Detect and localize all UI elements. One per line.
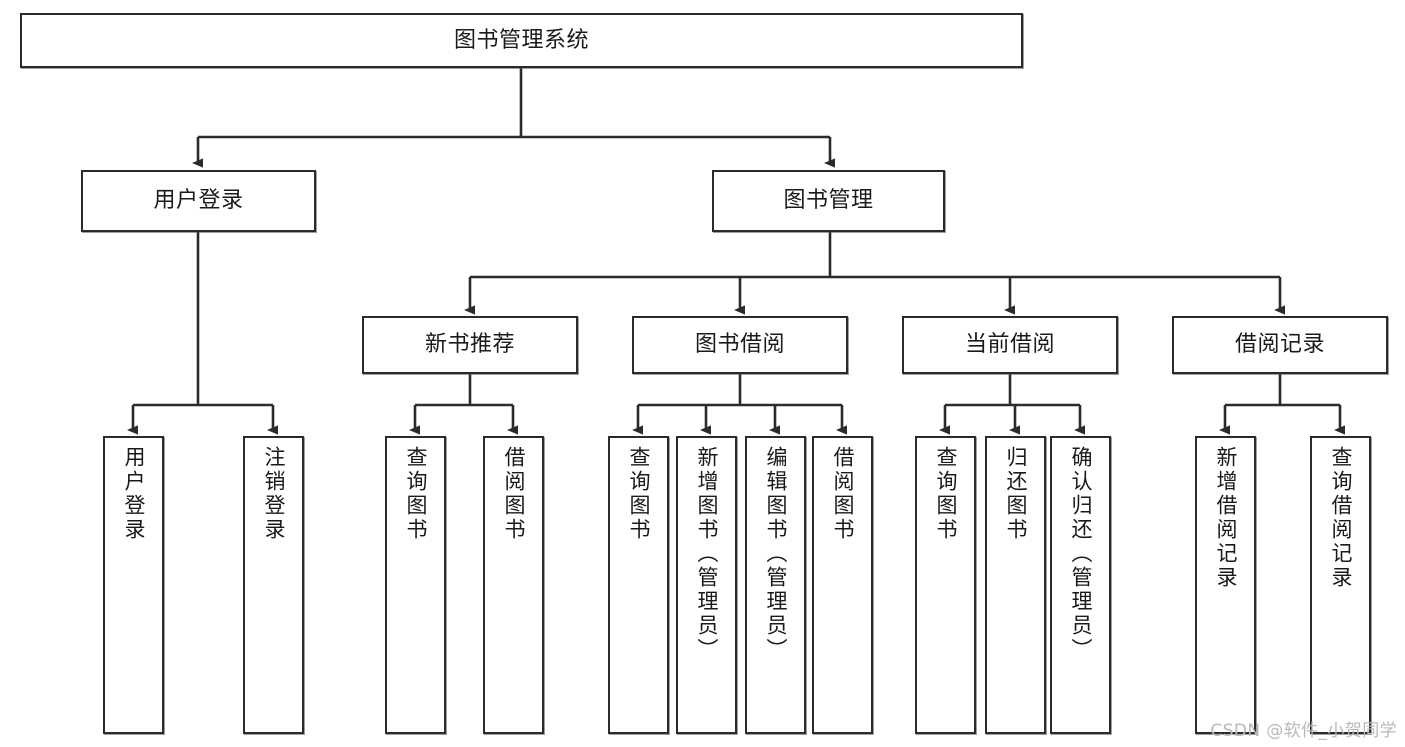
node-label-user-login: 用户登录	[153, 188, 244, 214]
node-leaf-query-book-2[interactable]: 查询图书	[608, 436, 669, 734]
node-label-current-borrow: 当前借阅	[964, 332, 1055, 358]
csdn-watermark: CSDN @软件_小贺同学	[1210, 721, 1397, 741]
node-book-borrow[interactable]: 图书借阅	[632, 316, 848, 374]
node-label-book-borrow: 图书借阅	[694, 332, 785, 358]
node-label-leaf-edit-book: 编辑图书（管理员）	[764, 446, 788, 662]
node-label-leaf-query-book-1: 查询图书	[404, 446, 428, 542]
node-leaf-edit-book[interactable]: 编辑图书（管理员）	[745, 436, 806, 734]
node-leaf-logout[interactable]: 注销登录	[243, 436, 304, 734]
node-label-new-book-recommend: 新书推荐	[424, 332, 515, 358]
node-root-system[interactable]: 图书管理系统	[20, 13, 1023, 68]
node-label-leaf-add-record: 新增借阅记录	[1214, 446, 1238, 590]
node-leaf-borrow-book-2[interactable]: 借阅图书	[812, 436, 873, 734]
node-leaf-return-book[interactable]: 归还图书	[985, 436, 1046, 734]
node-label-leaf-add-book: 新增图书（管理员）	[695, 446, 719, 662]
node-current-borrow[interactable]: 当前借阅	[902, 316, 1118, 374]
node-borrow-record[interactable]: 借阅记录	[1172, 316, 1388, 374]
node-label-leaf-borrow-book-1: 借阅图书	[502, 446, 526, 542]
node-label-leaf-logout: 注销登录	[262, 446, 286, 542]
node-leaf-add-book[interactable]: 新增图书（管理员）	[676, 436, 737, 734]
node-book-management[interactable]: 图书管理	[712, 170, 945, 232]
node-label-book-management: 图书管理	[783, 188, 874, 214]
node-label-leaf-return-book: 归还图书	[1004, 446, 1028, 542]
node-leaf-confirm-return[interactable]: 确认归还（管理员）	[1050, 436, 1111, 734]
node-label-leaf-user-login: 用户登录	[122, 446, 146, 542]
node-label-leaf-query-book-2: 查询图书	[627, 446, 651, 542]
node-leaf-query-record[interactable]: 查询借阅记录	[1310, 436, 1371, 734]
node-label-leaf-borrow-book-2: 借阅图书	[831, 446, 855, 542]
node-label-leaf-query-record: 查询借阅记录	[1329, 446, 1353, 590]
node-leaf-query-book-3[interactable]: 查询图书	[915, 436, 976, 734]
node-leaf-add-record[interactable]: 新增借阅记录	[1195, 436, 1256, 734]
node-leaf-user-login[interactable]: 用户登录	[103, 436, 164, 734]
node-label-root: 图书管理系统	[453, 27, 589, 53]
node-leaf-query-book-1[interactable]: 查询图书	[385, 436, 446, 734]
node-label-leaf-confirm-return: 确认归还（管理员）	[1069, 446, 1093, 662]
node-user-login[interactable]: 用户登录	[81, 170, 316, 232]
node-label-leaf-query-book-3: 查询图书	[934, 446, 958, 542]
node-label-borrow-record: 借阅记录	[1234, 332, 1325, 358]
node-new-book-recommend[interactable]: 新书推荐	[362, 316, 578, 374]
node-leaf-borrow-book-1[interactable]: 借阅图书	[483, 436, 544, 734]
